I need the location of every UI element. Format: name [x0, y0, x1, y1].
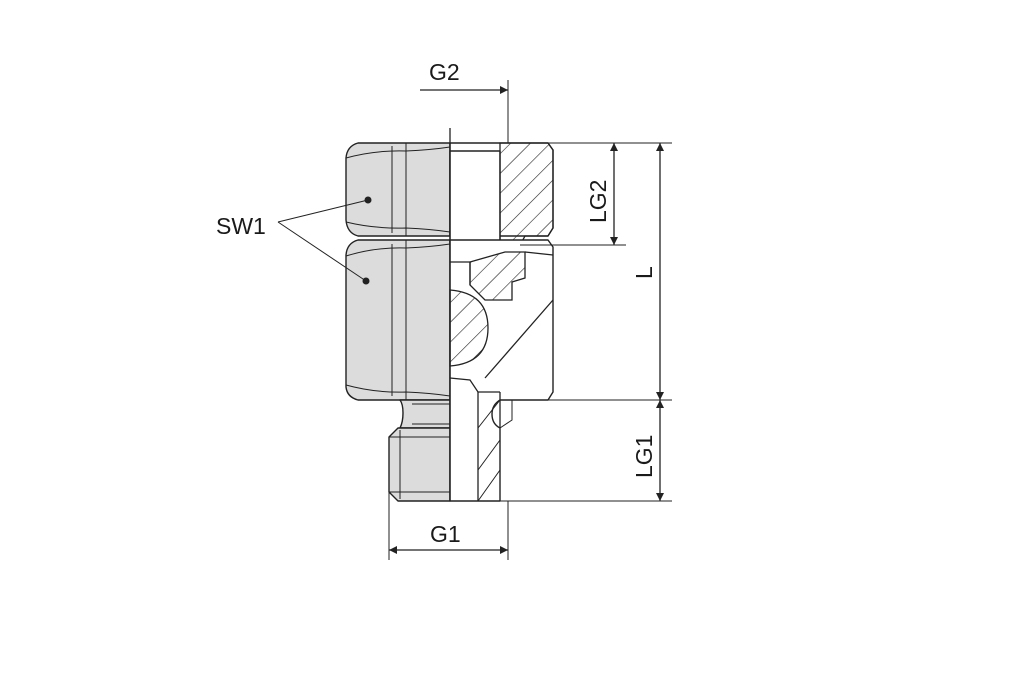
- sw1-label: SW1: [216, 213, 266, 239]
- exterior-half: [345, 142, 451, 502]
- g1-label: G1: [430, 521, 461, 547]
- l-label: L: [631, 266, 657, 279]
- section-half: [449, 142, 554, 502]
- ball-section: [449, 289, 489, 367]
- dimension-g2: G2: [420, 59, 509, 143]
- lg1-label: LG1: [631, 435, 657, 478]
- dimension-l: L: [548, 143, 672, 401]
- insert-hatch: [469, 251, 526, 301]
- dimension-lg2: LG2: [520, 142, 672, 246]
- neck-undercut: [399, 399, 451, 429]
- dimension-g1: G1: [388, 492, 509, 560]
- lg2-label: LG2: [585, 180, 611, 223]
- dimension-lg1: LG1: [500, 400, 672, 502]
- upper-nut-hatch: [499, 142, 554, 246]
- thread-stud: [388, 427, 451, 502]
- callout-sw1: SW1: [216, 196, 372, 285]
- g2-label: G2: [429, 59, 460, 85]
- lower-hex-body: [345, 239, 451, 401]
- upper-hex-nut: [345, 142, 451, 237]
